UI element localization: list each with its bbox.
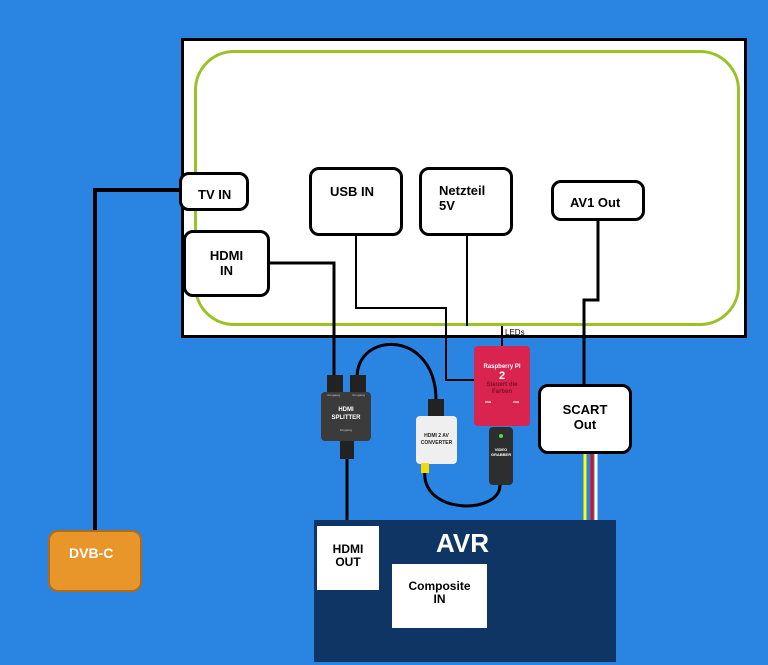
- cable-converter-grabber: [423, 469, 502, 508]
- port-tv-in: TV IN: [179, 172, 249, 211]
- cable-hdmiin-splitter: [268, 261, 336, 376]
- converter-yellow-plug: [421, 463, 429, 473]
- raspberry-pi: Raspberry PI 2 Steuert die Farben USB US…: [474, 346, 530, 426]
- hdmi-splitter-plug-in: [340, 441, 354, 459]
- converter-plug: [428, 399, 444, 417]
- cable-splitter-converter: [355, 342, 438, 401]
- hdmi-splitter-plug-2: [350, 375, 366, 393]
- dvbc-box: DVB-C: [48, 530, 142, 592]
- hdmi-splitter: Ausgang Ausgang HDMI SPLITTER Eingang: [321, 392, 371, 441]
- leds-label: LEDs: [505, 328, 525, 337]
- avr-composite-in: Composite IN: [392, 564, 487, 628]
- port-power: Netzteil 5V: [419, 167, 513, 236]
- cable-av1-scart: [582, 219, 600, 386]
- avr-title: AVR: [436, 528, 489, 558]
- port-usb-in: USB IN: [309, 167, 403, 236]
- status-led-icon: [499, 434, 503, 438]
- cable-usb-raspberry: [355, 236, 476, 381]
- scart-out: SCART Out: [538, 384, 632, 454]
- port-hdmi-in: HDMI IN: [183, 230, 270, 297]
- port-av1-out: AV1 Out: [551, 180, 645, 221]
- cable-dvbc-tvin: [93, 188, 180, 530]
- hdmi-splitter-plug-1: [327, 375, 343, 393]
- avr-hdmi-out: HDMI OUT: [317, 526, 379, 590]
- video-grabber: VIDEO GRABBER: [489, 427, 513, 485]
- hdmi2av-converter: HDMI 2 AV CONVERTER: [416, 416, 457, 464]
